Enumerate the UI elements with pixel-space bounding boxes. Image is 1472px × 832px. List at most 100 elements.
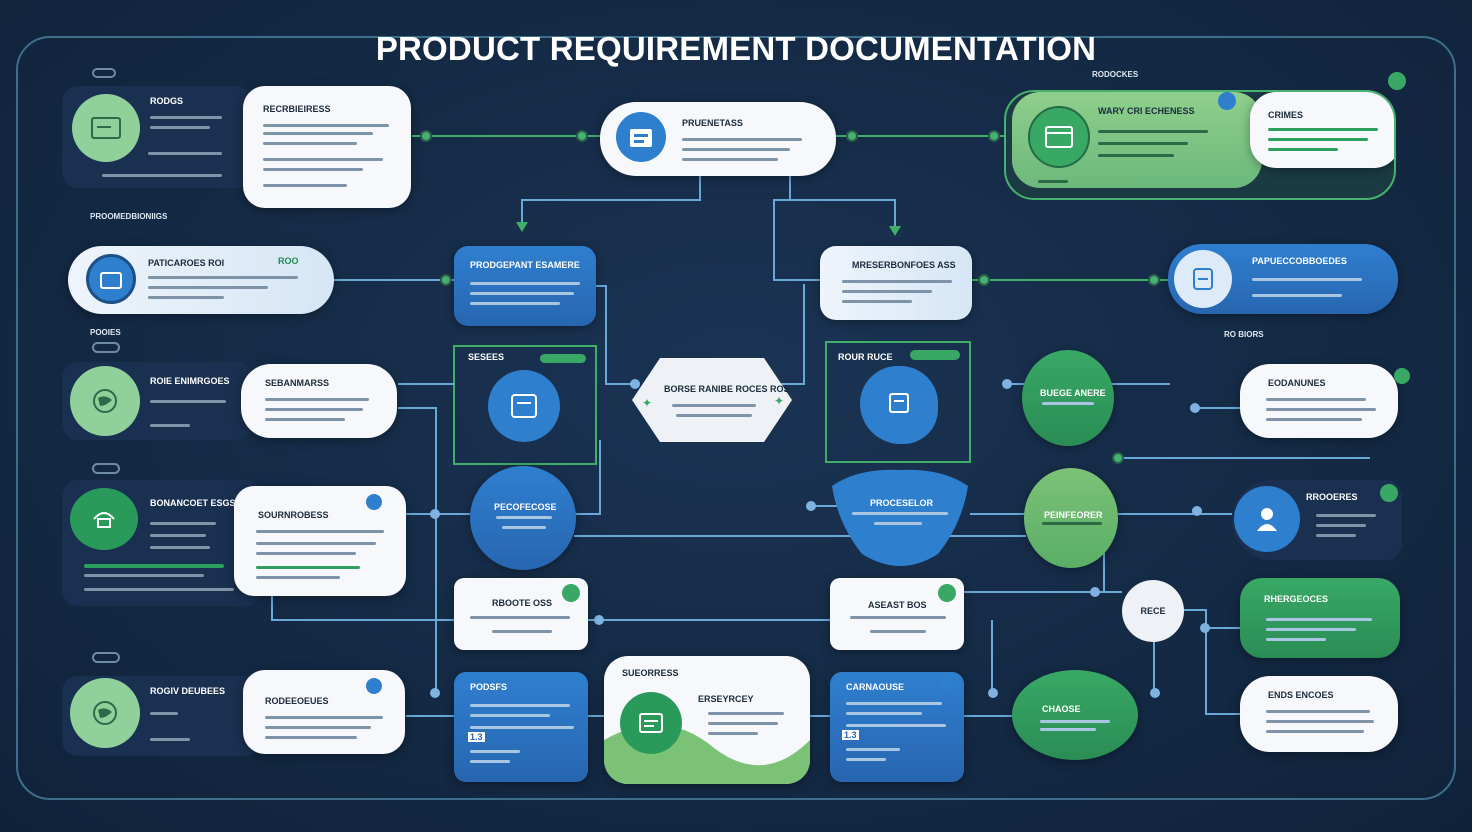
bottom-blue-card-right[interactable]: CARNAOUSE 1.3	[830, 672, 964, 782]
panel-title: RODGS	[150, 96, 184, 106]
green-circle-node[interactable]: PEINFEORER	[1024, 468, 1118, 568]
status-icon	[1380, 484, 1398, 502]
wire-node	[978, 274, 990, 286]
node-title: PECOFECOSE	[494, 502, 557, 512]
node-title: CHAOSE	[1042, 704, 1081, 714]
info-icon[interactable]	[366, 678, 382, 694]
user-icon	[1234, 486, 1300, 552]
status-icon	[1394, 368, 1410, 384]
wire-node	[430, 688, 440, 698]
blue-node[interactable]	[860, 366, 938, 444]
small-label: SESEES	[468, 352, 505, 362]
left-card-1[interactable]: RECRBIEIRESS	[243, 86, 411, 208]
wire-node	[576, 130, 588, 142]
globe-icon	[70, 678, 140, 748]
center-blue-card-left[interactable]: PRODGEPANT ESAMERE	[454, 246, 596, 326]
browser-window-icon	[1028, 106, 1090, 168]
small-label: ROUR RUCE	[838, 352, 893, 362]
right-top-card[interactable]: CRIMES	[1250, 92, 1394, 168]
status-icon	[938, 584, 956, 602]
diagram-frame	[16, 36, 1456, 800]
list-icon	[620, 692, 682, 754]
status-icon	[1388, 72, 1406, 90]
center-top-card[interactable]: PRUENETASS	[600, 102, 836, 176]
wire-node	[846, 130, 858, 142]
right-card-5[interactable]: RHERGEOCES	[1240, 578, 1400, 658]
card-title: ENDS ENCOES	[1268, 690, 1334, 700]
left-panel-1[interactable]: RODGS	[62, 86, 252, 188]
card-title: RHERGEOCES	[1264, 594, 1329, 604]
status-icon	[562, 584, 580, 602]
node-title: PROCESELOR	[870, 498, 934, 508]
decor-pill	[92, 652, 120, 663]
wire-node	[1200, 623, 1210, 633]
wire-node	[988, 688, 998, 698]
wire-node	[1148, 274, 1160, 286]
card-title: PAPUECCOBBOEDES	[1252, 256, 1347, 266]
folder-icon	[86, 254, 136, 304]
card-title: SOURNROBESS	[258, 510, 329, 520]
left-panel-3[interactable]: ROIE ENIMRGOES	[62, 362, 252, 440]
left-card-2[interactable]: PATICAROES ROI ROO	[68, 246, 334, 314]
green-oval-node[interactable]: CHAOSE	[1012, 670, 1138, 760]
right-card-2[interactable]: PAPUECCOBBOEDES	[1168, 244, 1398, 314]
document-stack-icon	[616, 112, 666, 162]
globe-icon	[70, 366, 140, 436]
blob-node[interactable]: PROCESELOR	[828, 462, 972, 570]
decor-pill	[92, 68, 116, 78]
left-caption: POOIES	[90, 328, 121, 337]
wire-node	[1112, 452, 1124, 464]
wire-node	[988, 130, 1000, 142]
panel-title: ROIE ENIMRGOES	[150, 376, 230, 386]
info-icon[interactable]	[940, 676, 954, 690]
wire-node	[1192, 506, 1202, 516]
right-card-6[interactable]: ENDS ENCOES	[1240, 676, 1398, 752]
info-icon[interactable]	[366, 494, 382, 510]
card-title: PRUENETASS	[682, 118, 743, 128]
left-panel-5[interactable]: ROGIV DEUBEES	[62, 676, 262, 756]
leaf-icon: ✦	[774, 394, 785, 408]
right-panel-4[interactable]: RROOERES	[1232, 480, 1402, 560]
card-title: CARNAOUSE	[846, 682, 905, 692]
wire-node	[1002, 379, 1012, 389]
panel-title: BONANCOET ESGS	[150, 498, 236, 508]
node-title: BORSE RANIBE ROCES ROS	[664, 384, 790, 394]
card-title: ASEAST BOS	[868, 600, 927, 610]
bottom-center-card[interactable]: SUEORRESS ERSEYRCEY	[604, 656, 810, 784]
decor-pill	[92, 342, 120, 353]
status-pill	[540, 354, 586, 363]
left-card-3[interactable]: SEBANMARSS	[241, 364, 397, 438]
node-title: BUEGE ANERE	[1040, 388, 1106, 398]
wire-node	[430, 509, 440, 519]
document-icon	[72, 94, 140, 162]
bottom-blue-card-left[interactable]: PODSFS 1.3	[454, 672, 588, 782]
wire-node	[1090, 587, 1100, 597]
wire-node	[806, 501, 816, 511]
panel-title: ROGIV DEUBEES	[150, 686, 226, 696]
card-title: RECRBIEIRESS	[263, 104, 331, 114]
card-title: PRODGEPANT ESAMERE	[470, 260, 580, 270]
info-icon[interactable]	[1218, 92, 1236, 110]
left-panel-4[interactable]: BONANCOET ESGS	[62, 480, 262, 606]
card-title: MRESERBONFOES ASS	[852, 260, 956, 270]
card-reader-icon	[488, 370, 560, 442]
node-circle[interactable]: RECE	[1122, 580, 1184, 642]
right-top-panel[interactable]: WARY CRI ECHENESS CRIMES	[1004, 90, 1396, 200]
panel-title: WARY CRI ECHENESS	[1098, 106, 1195, 116]
card-title: SEBANMARSS	[265, 378, 330, 388]
decor-pill	[92, 463, 120, 474]
green-circle-node[interactable]: BUEGE ANERE	[1022, 350, 1114, 446]
card-title: PODSFS	[470, 682, 508, 692]
wire-node	[420, 130, 432, 142]
left-caption: PROOMEDBIONIIGS	[90, 212, 168, 221]
right-card-3[interactable]: EODANUNES	[1240, 364, 1398, 438]
storage-icon	[1174, 250, 1232, 308]
count-badge: 1.3	[468, 732, 485, 742]
decision-node[interactable]: BORSE RANIBE ROCES ROS ✦ ✦	[630, 356, 794, 444]
page-title: PRODUCT REQUIREMENT DOCUMENTATION	[375, 30, 1097, 67]
blue-circle-node[interactable]: PECOFECOSE	[470, 466, 576, 570]
status-pill	[910, 350, 960, 360]
card-tag: ROO	[278, 256, 299, 266]
center-lightblue-card-right[interactable]: MRESERBONFOES ASS	[820, 246, 972, 320]
wire-node	[1150, 688, 1160, 698]
